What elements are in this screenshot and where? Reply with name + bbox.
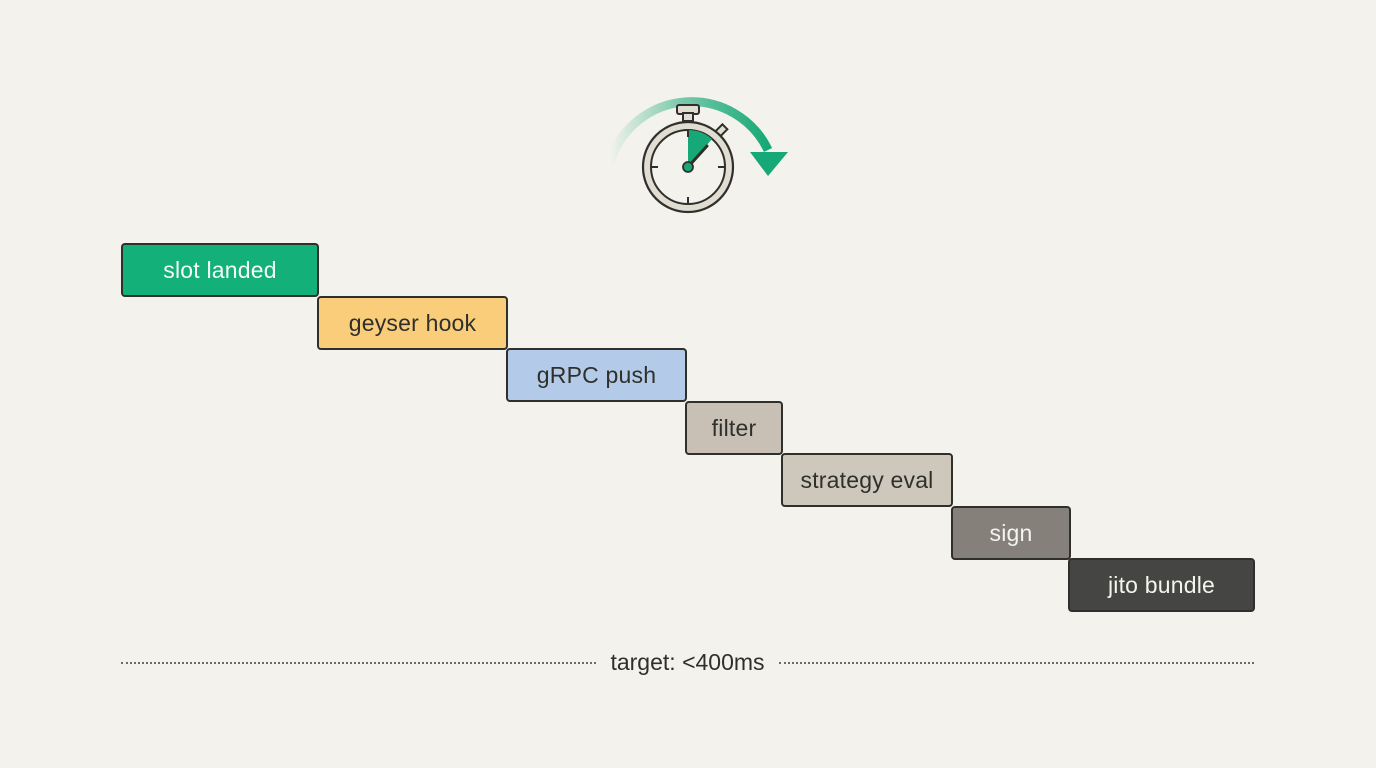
step-geyser-hook: geyser hook: [317, 296, 508, 350]
dotted-line-left: [121, 662, 597, 664]
step-label: geyser hook: [348, 309, 477, 336]
step-label: slot landed: [163, 256, 277, 283]
step-label: sign: [989, 519, 1033, 546]
step-filter: filter: [685, 401, 783, 455]
step-strategy-eval: strategy eval: [781, 453, 953, 507]
step-slot-landed: slot landed: [121, 243, 319, 297]
step-label: filter: [711, 414, 757, 441]
step-sign: sign: [951, 506, 1071, 560]
step-label: gRPC push: [536, 361, 657, 388]
clockwise-arrow-icon: [605, 97, 788, 176]
step-jito-bundle: jito bundle: [1068, 558, 1255, 612]
stopwatch-icon: [641, 104, 735, 214]
step-label: strategy eval: [800, 466, 934, 493]
latency-target-label: target: <400ms: [610, 648, 765, 675]
step-grpc-push: gRPC push: [506, 348, 687, 402]
dotted-line-right: [778, 662, 1254, 664]
latency-target-line: target: <400ms: [121, 645, 1254, 679]
stopwatch-with-arrow-icon: [598, 70, 798, 220]
step-label: jito bundle: [1107, 571, 1216, 598]
